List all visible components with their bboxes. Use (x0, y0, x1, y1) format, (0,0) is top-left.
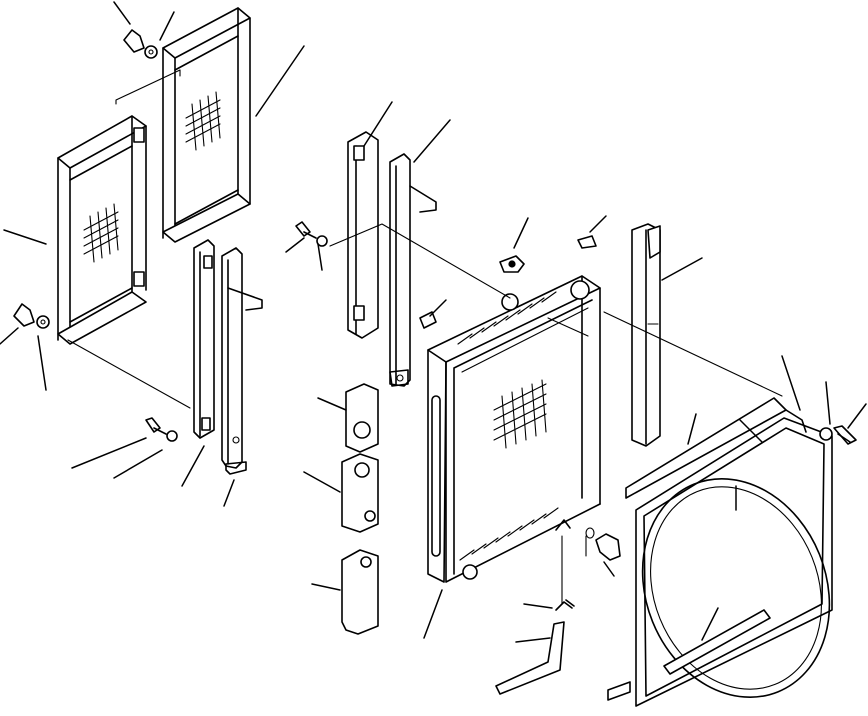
rubber-mount (341, 383, 379, 635)
fan-shroud (607, 397, 833, 707)
mesh-icon (83, 203, 119, 263)
rear-screen-frame (162, 7, 251, 243)
drain-hose (495, 621, 565, 695)
leader-lines (0, 1, 867, 643)
front-screen-frame (57, 115, 147, 345)
bolt-icon (145, 417, 178, 442)
mesh-icon (493, 379, 547, 449)
bolt-icon (295, 221, 328, 247)
right-bracket (631, 223, 661, 447)
mesh-icon (185, 91, 221, 151)
center-bracket (347, 131, 437, 387)
radiator (427, 275, 601, 583)
clip-icon (419, 235, 597, 329)
left-bracket (193, 239, 263, 475)
alignment-lines (67, 69, 783, 605)
radiator-cap-icon (499, 255, 525, 273)
wing-nut-icon (13, 29, 158, 329)
drain-valve-icon (555, 519, 621, 611)
bolt-icon (819, 425, 857, 445)
